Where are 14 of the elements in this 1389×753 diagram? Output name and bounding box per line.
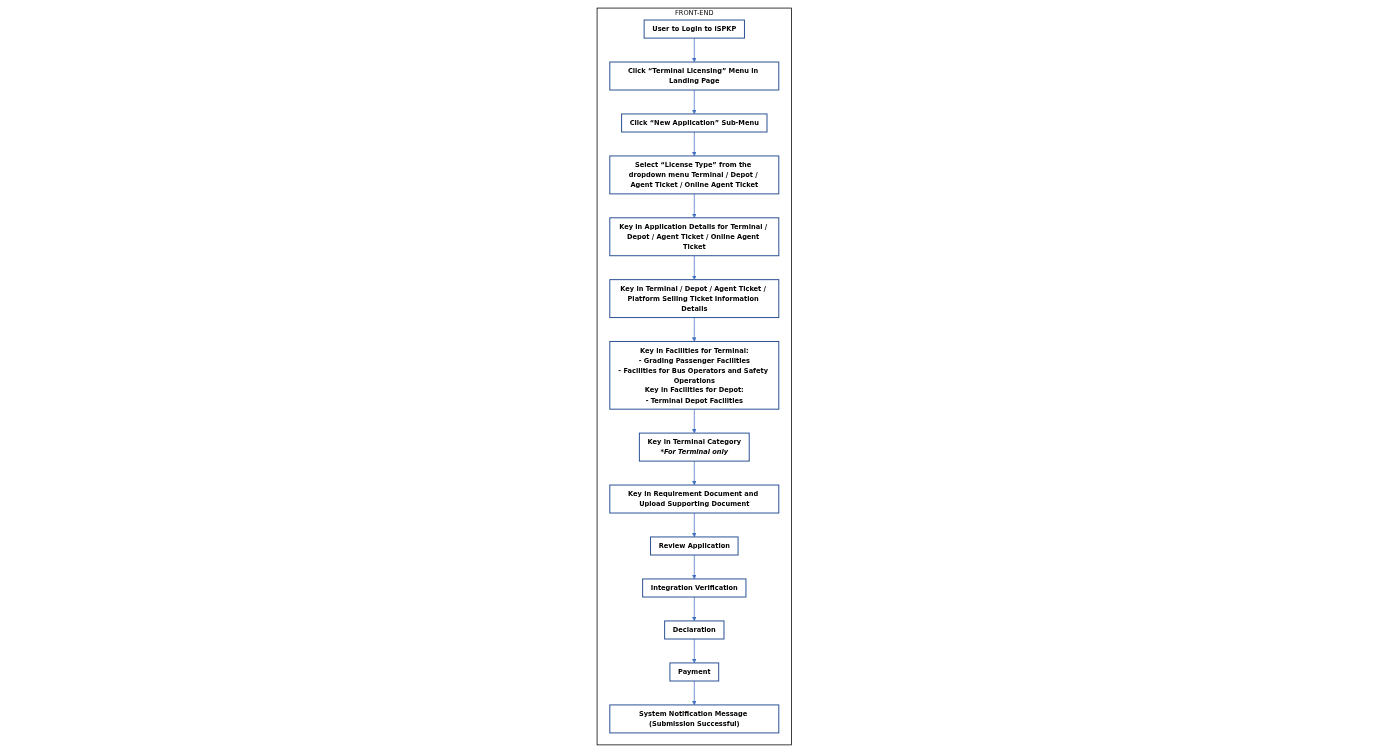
node-box (621, 113, 768, 133)
node-box (664, 620, 725, 640)
node-box (609, 341, 780, 410)
node-box (643, 19, 746, 39)
node-box (642, 578, 747, 598)
node-box (609, 704, 780, 734)
node-box (639, 432, 750, 462)
node-box (609, 155, 780, 195)
node-box (669, 662, 720, 682)
node-box (650, 536, 739, 556)
node-box (609, 484, 780, 514)
node-box (609, 217, 780, 257)
node-box (609, 61, 780, 91)
node-box (609, 279, 780, 319)
